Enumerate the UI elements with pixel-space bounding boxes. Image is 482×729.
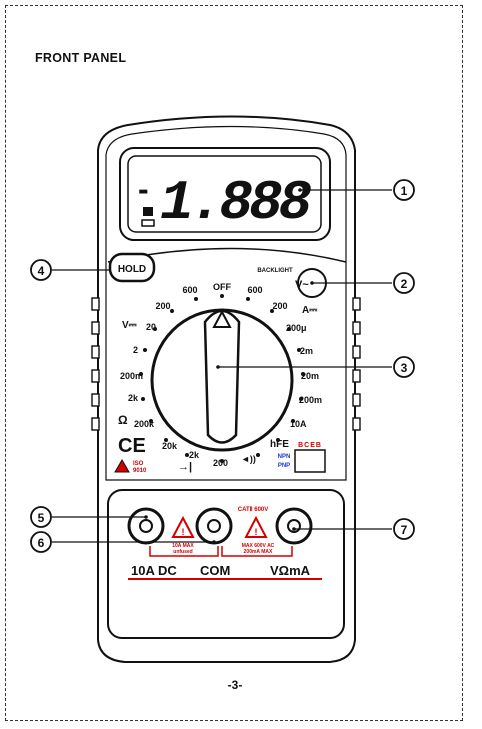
- dial-label-off: OFF: [213, 282, 231, 292]
- continuity-icon: ◄)): [241, 454, 256, 464]
- diode-icon: →|: [178, 461, 192, 473]
- dial-label-dcv: V⎓: [122, 320, 137, 331]
- ce-mark: CE: [118, 435, 146, 457]
- dial-pointer-icon: [212, 309, 232, 328]
- jack-label-com: COM: [200, 563, 230, 578]
- jack-bracket-lines: [149, 546, 293, 557]
- hold-indicator-icon: [143, 207, 153, 216]
- callout-leaders: [52, 189, 392, 543]
- warning-right-icon: [244, 515, 268, 538]
- dial-knob[interactable]: [203, 309, 241, 444]
- hold-button[interactable]: [108, 252, 156, 283]
- dial-label-10a: 10A: [290, 419, 307, 429]
- warning-triangle-icon: [114, 459, 130, 473]
- dial-label-200-bottom: 200: [213, 458, 228, 468]
- dial-label-200-dcv: 200: [155, 301, 170, 311]
- callout-4: 4: [38, 264, 45, 278]
- dial-label-dca: A⎓: [302, 305, 317, 316]
- battery-indicator-icon: [141, 219, 155, 227]
- dial-label-20m: 20m: [301, 371, 319, 381]
- lcd-minus: -: [138, 171, 149, 207]
- callout-6: 6: [38, 536, 45, 550]
- meter-face-outline: [105, 125, 347, 481]
- warn-right-line1: MAX 600V AC: [242, 543, 275, 549]
- dial-label-2k-ohm: 2k: [128, 393, 139, 403]
- dial-label-20: 20: [146, 322, 156, 332]
- dial-label-600-dcv: 600: [247, 285, 262, 295]
- iso-line1: ISO: [133, 461, 144, 467]
- callout-1: 1: [401, 184, 408, 198]
- warn-right-line2: 200mA MAX: [244, 549, 273, 555]
- page-number: -3-: [227, 678, 243, 692]
- jack-label-10a: 10A DC: [131, 563, 177, 578]
- svg-text:!: !: [255, 527, 258, 537]
- transistor-socket[interactable]: [294, 449, 326, 473]
- callout-3: 3: [401, 361, 408, 375]
- svg-text:!: !: [182, 527, 185, 537]
- backlight-label: BACKLIGHT: [257, 268, 293, 274]
- dial-label-200-acv: 200: [272, 301, 287, 311]
- dial-label-2: 2: [133, 345, 138, 355]
- transistor-socket-label: BCEB: [298, 442, 322, 449]
- warning-left-icon: [171, 515, 195, 538]
- dial-label-600-acv: 600: [182, 285, 197, 295]
- dial-label-2m: 2m: [300, 346, 313, 356]
- warn-left-line2: unfused: [173, 549, 192, 555]
- hold-button-label: HOLD: [118, 264, 146, 275]
- page-border: [5, 5, 463, 721]
- dial-label-acv: V~: [295, 279, 309, 291]
- pnp-label: PNP: [278, 463, 290, 469]
- cat-label: CATⅡ 600V: [238, 506, 269, 513]
- warn-left-line1: 10A MAX: [172, 543, 194, 549]
- dial-label-hfe: hFE: [270, 439, 289, 450]
- dial-label-200m-a: 200m: [299, 395, 322, 405]
- callout-markers: 1 2 3 4 5 6 7: [30, 179, 415, 553]
- npn-label: NPN: [278, 454, 291, 460]
- side-grips: [91, 297, 361, 431]
- callout-endpoints: [144, 188, 314, 544]
- lcd-digits: 1.888: [160, 171, 311, 235]
- iso-line2: 9010: [133, 468, 147, 474]
- callout-7: 7: [401, 523, 408, 537]
- dial-label-200u: 200μ: [286, 323, 307, 333]
- dial-label-200k: 200k: [134, 419, 155, 429]
- dial-label-2k-bottom: 2k: [189, 450, 200, 460]
- callout-5: 5: [38, 511, 45, 525]
- jack-label-v-ohm-ma: VΩmA: [270, 563, 311, 578]
- dial-ticks: [139, 294, 305, 463]
- lcd-window: [127, 155, 322, 233]
- dial-label-20k-ohm: 20k: [162, 441, 178, 451]
- callout-2: 2: [401, 277, 408, 291]
- page-heading: FRONT PANEL: [35, 51, 127, 65]
- dial-label-200m: 200m: [120, 371, 143, 381]
- ohm-icon: Ω: [118, 413, 128, 427]
